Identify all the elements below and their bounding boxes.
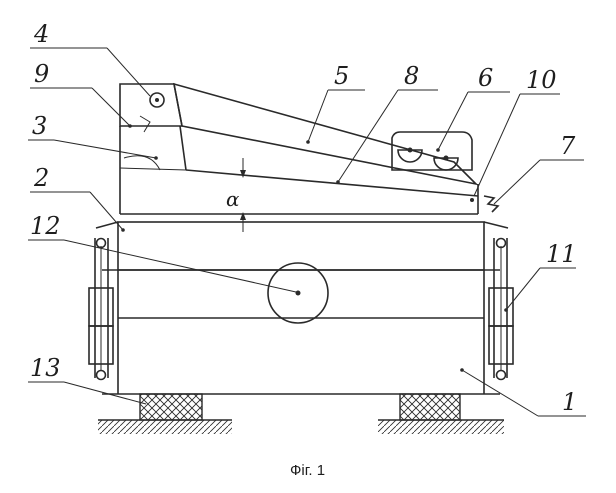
label-13: 13: [30, 354, 61, 382]
label-11: 11: [546, 240, 577, 268]
cylinder-left: [88, 237, 114, 381]
leader-dots: [121, 124, 508, 372]
angle-alpha-label: α: [226, 187, 240, 211]
label-4: 4: [33, 20, 49, 48]
support-left: [139, 393, 203, 421]
angle-marker: [240, 158, 246, 232]
figure-caption: Фіг. 1: [290, 462, 325, 479]
upper-plate: [95, 221, 509, 271]
drive-mechanism: [391, 131, 473, 171]
edge-detail: [470, 195, 500, 213]
cylinder-right: [488, 237, 514, 381]
upper-assembly: [119, 82, 479, 215]
base-frame: [102, 269, 500, 395]
label-7: 7: [560, 132, 576, 160]
label-6: 6: [478, 64, 493, 92]
label-2: 2: [33, 164, 49, 192]
support-right: [399, 393, 461, 421]
label-12: 12: [30, 212, 61, 240]
label-1: 1: [562, 388, 577, 416]
label-3: 3: [32, 112, 47, 140]
leader-lines: [28, 47, 586, 417]
eccentric-disc: [267, 262, 329, 324]
label-9: 9: [34, 60, 49, 88]
ground-left: [98, 419, 232, 434]
label-10: 10: [526, 66, 557, 94]
ground-right: [378, 419, 504, 434]
label-5: 5: [334, 62, 349, 90]
label-8: 8: [404, 62, 419, 90]
